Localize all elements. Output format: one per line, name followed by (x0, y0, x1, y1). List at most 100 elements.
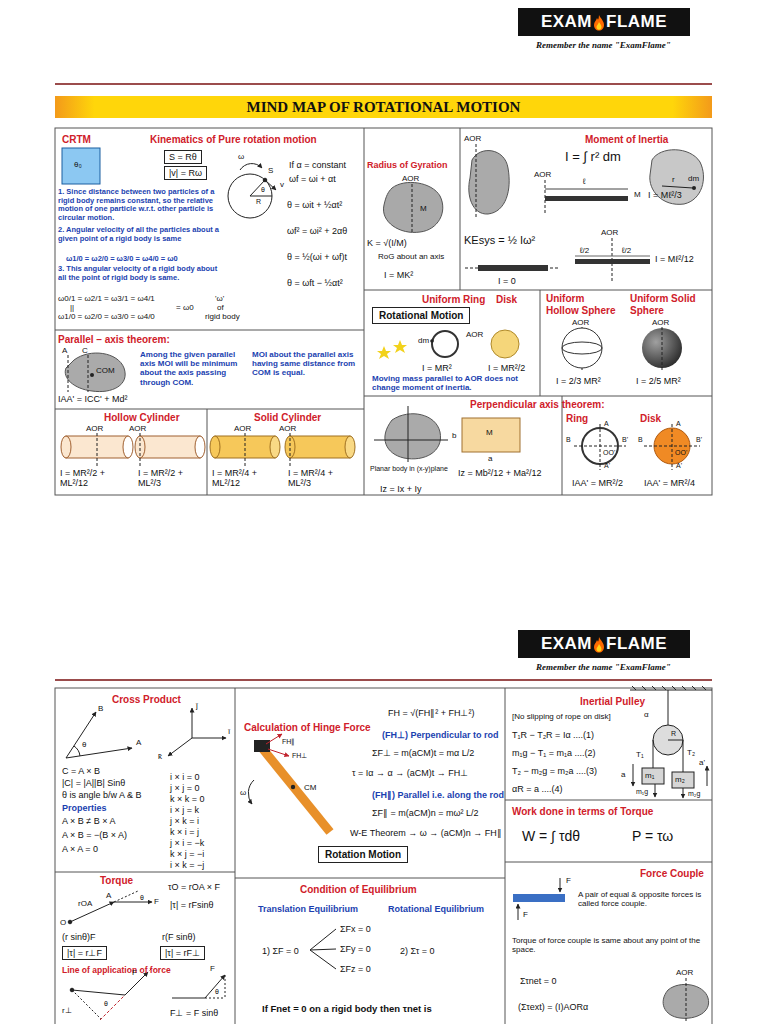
figure-part (290, 433, 291, 466)
figure-part (205, 975, 225, 998)
note-text: 2. Angular velocity of all the particles… (58, 226, 223, 243)
logo-text: FLAME (606, 634, 667, 654)
figure-part (254, 740, 270, 752)
figure-part (686, 978, 687, 1022)
figure-label: m₂g (688, 790, 700, 798)
figure-label: Planar body in (x-y)plane (370, 465, 458, 473)
figure-label: θ₀ (74, 160, 82, 169)
formula-text: |τ| = rFsinθ (170, 900, 214, 910)
figure-part (250, 196, 272, 197)
note-text: ω1/0 = ω2/0 = ω3/0 = ω4/0 = ω0 (66, 255, 178, 264)
formula-text: KEsys = ½ Iω² (464, 234, 535, 247)
formula-text: I = 2/5 MR² (636, 376, 681, 386)
parallel-axis-body (65, 353, 125, 392)
section-heading: Inertial Pulley (580, 696, 645, 708)
formula-text: 2) Στ = 0 (400, 946, 434, 956)
figure-part (140, 436, 200, 458)
formula-text: j × i = −k (170, 838, 204, 848)
hollow-cylinder (61, 436, 205, 458)
node-text: Rotational Motion (379, 310, 463, 321)
figure-label: m₁g (636, 788, 648, 796)
figure-part (364, 128, 365, 495)
figure-part (266, 734, 282, 744)
figure-label: AOR (234, 424, 251, 433)
formula-text: k × j = −i (170, 849, 204, 859)
com-dot (90, 373, 94, 377)
figure-part (630, 690, 712, 691)
formula-text: A pair of equal & opposite forces is cal… (578, 890, 706, 908)
figure-part (268, 749, 289, 756)
formula-text: θ = ½(ωi + ωf)t (287, 252, 347, 262)
formula-text: m₁g − T₁ = m₁a ....(2) (512, 748, 595, 758)
hinge-figure (248, 734, 330, 832)
flame-outer (594, 15, 604, 31)
figure-part (192, 738, 226, 739)
formula-text: j × j = 0 (170, 783, 200, 793)
figure-label: A (62, 346, 67, 355)
figure-part (205, 998, 225, 999)
tagline: Remember the name "ExamFlame" (536, 40, 671, 50)
flame-inner (597, 644, 602, 652)
note-text: (FH∥) Parallel i.e. along the rod (372, 790, 504, 800)
radius-line (662, 186, 693, 188)
formula-text: ωf = ωi + αt (289, 174, 336, 184)
figure-label: F (132, 968, 137, 977)
formula-text: W-E Theorem → ω → (aCM)n → FH∥ (350, 828, 502, 838)
axis-line (600, 424, 601, 470)
node-text: Rotation Motion (325, 849, 401, 860)
figure-label: AOR (652, 318, 669, 327)
figure-part (702, 686, 706, 690)
figure-label: a (488, 454, 492, 463)
figure-part (55, 330, 364, 331)
figure-label: AOR (464, 134, 481, 143)
figure-label: S (268, 166, 273, 175)
formula-text: (r sinθ)F (62, 932, 96, 942)
flame-inner (597, 22, 602, 30)
formula-text: Torque of force couple is same about any… (512, 936, 707, 954)
figure-part (290, 436, 350, 458)
formula-text: I = MR²/4 + ML²/12 (212, 468, 278, 489)
figure-part (345, 436, 355, 458)
figure-part (245, 433, 246, 466)
axis-line (574, 446, 626, 447)
page-rules (55, 84, 712, 680)
formula-text: I = MR²/2 + ML²/12 (60, 468, 126, 489)
formula-text: αR = a ....(4) (512, 784, 562, 794)
axis-line (672, 424, 673, 470)
figure-label: AOR (676, 968, 693, 977)
figure-part (672, 772, 694, 788)
formula-text: 1) ΣF = 0 (262, 946, 299, 956)
axis-line (644, 446, 700, 447)
axis-line (412, 184, 413, 234)
gyration-body (383, 182, 442, 232)
figure-label: F (210, 964, 215, 973)
formula-text: j × k = i (170, 816, 199, 826)
formula-text: IAA' = ICC' + Md² (58, 394, 127, 404)
figure-label: R (256, 198, 261, 206)
formula-box: S = Rθ (164, 150, 202, 164)
formula-text: Iz = Ix + Iy (380, 484, 422, 494)
formula-box: |v| = Rω (164, 166, 207, 180)
axis-line (97, 433, 290, 466)
figure-label: a (621, 770, 625, 779)
figure-label: RoG about an axis (378, 252, 444, 261)
figure-label: A (136, 738, 141, 747)
formula-text: I = MR² (422, 363, 452, 373)
formula-box: |τ| = rF⊥ (160, 946, 205, 960)
figure-part (364, 396, 712, 397)
formula-text: T₁R − T₂R = Iα ....(1) (512, 730, 594, 740)
figure-label: m₂ (675, 775, 685, 784)
formula-text: = ω0 (176, 303, 194, 312)
force-couple-figure (513, 878, 709, 1022)
section-heading: Disk (640, 413, 661, 425)
figure-label: θ (215, 988, 219, 996)
equilibrium-branches (310, 929, 336, 969)
figure-label: F (566, 876, 571, 885)
figure-part (210, 436, 220, 458)
mass-element (430, 339, 434, 343)
figure-part (235, 878, 505, 879)
rigid-body-square (62, 148, 100, 184)
formula-text: ΣF∥ = m(aCM)n = mω² L/2 (372, 808, 479, 818)
section-heading: Uniform Hollow Sphere (546, 293, 618, 316)
figure-part (460, 128, 461, 290)
